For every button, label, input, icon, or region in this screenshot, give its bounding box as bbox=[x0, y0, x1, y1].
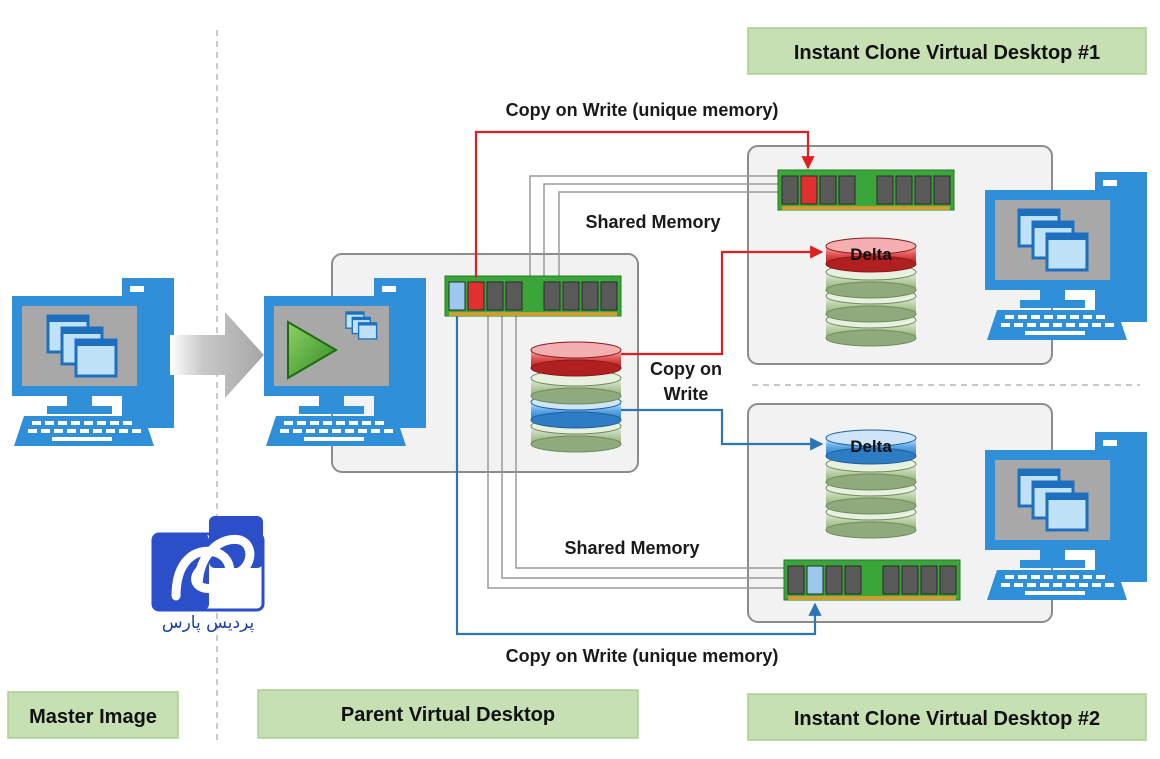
cow-unique-top-label: Copy on Write (unique memory) bbox=[506, 100, 779, 120]
clone1-label: Instant Clone Virtual Desktop #1 bbox=[794, 42, 1100, 64]
play-icon bbox=[287, 320, 338, 380]
shared-memory-top-label: Shared Memory bbox=[585, 212, 720, 232]
shared-memory-lines-bottom bbox=[487, 316, 790, 589]
shared-memory-lines-top bbox=[529, 175, 780, 278]
cow-memory-arrow-bottom bbox=[455, 316, 822, 636]
cow-disk-arrow-bottom bbox=[621, 408, 824, 451]
parent-disk-stack bbox=[530, 341, 622, 453]
master-image-label-box bbox=[7, 691, 179, 739]
cow-disk-arrow-top bbox=[621, 245, 824, 356]
cow-memory-arrow-top bbox=[474, 130, 815, 278]
clone2-computer-icon bbox=[985, 432, 1147, 600]
master-image-label: Master Image bbox=[29, 706, 157, 728]
parent-desktop-label-box bbox=[257, 689, 639, 739]
shared-memory-bottom-label: Shared Memory bbox=[564, 538, 699, 558]
parent-desktop-label: Parent Virtual Desktop bbox=[341, 704, 555, 726]
clone1-disk-stack bbox=[825, 237, 917, 347]
delta-label-1: Delta bbox=[850, 245, 892, 264]
cow-label-line2: Write bbox=[664, 384, 709, 404]
cow-label-line1: Copy on bbox=[650, 359, 722, 379]
clone2-label-box bbox=[747, 693, 1147, 741]
clone1-computer-icon bbox=[985, 172, 1147, 340]
clone2-disk-stack bbox=[825, 429, 917, 539]
clone-arrow-icon bbox=[170, 312, 264, 398]
clone1-ram-module bbox=[777, 169, 955, 211]
clone1-label-box bbox=[747, 27, 1147, 75]
clone2-label: Instant Clone Virtual Desktop #2 bbox=[794, 708, 1100, 730]
pardis-pars-logo: پردیس پارس bbox=[151, 516, 265, 633]
master-computer-icon bbox=[12, 278, 174, 446]
parent-ram-module bbox=[444, 275, 622, 317]
parent-computer-icon bbox=[264, 278, 426, 446]
delta-label-2: Delta bbox=[850, 437, 892, 456]
cow-unique-bottom-label: Copy on Write (unique memory) bbox=[506, 646, 779, 666]
clone2-ram-module bbox=[783, 559, 961, 601]
logo-text: پردیس پارس bbox=[162, 613, 255, 633]
